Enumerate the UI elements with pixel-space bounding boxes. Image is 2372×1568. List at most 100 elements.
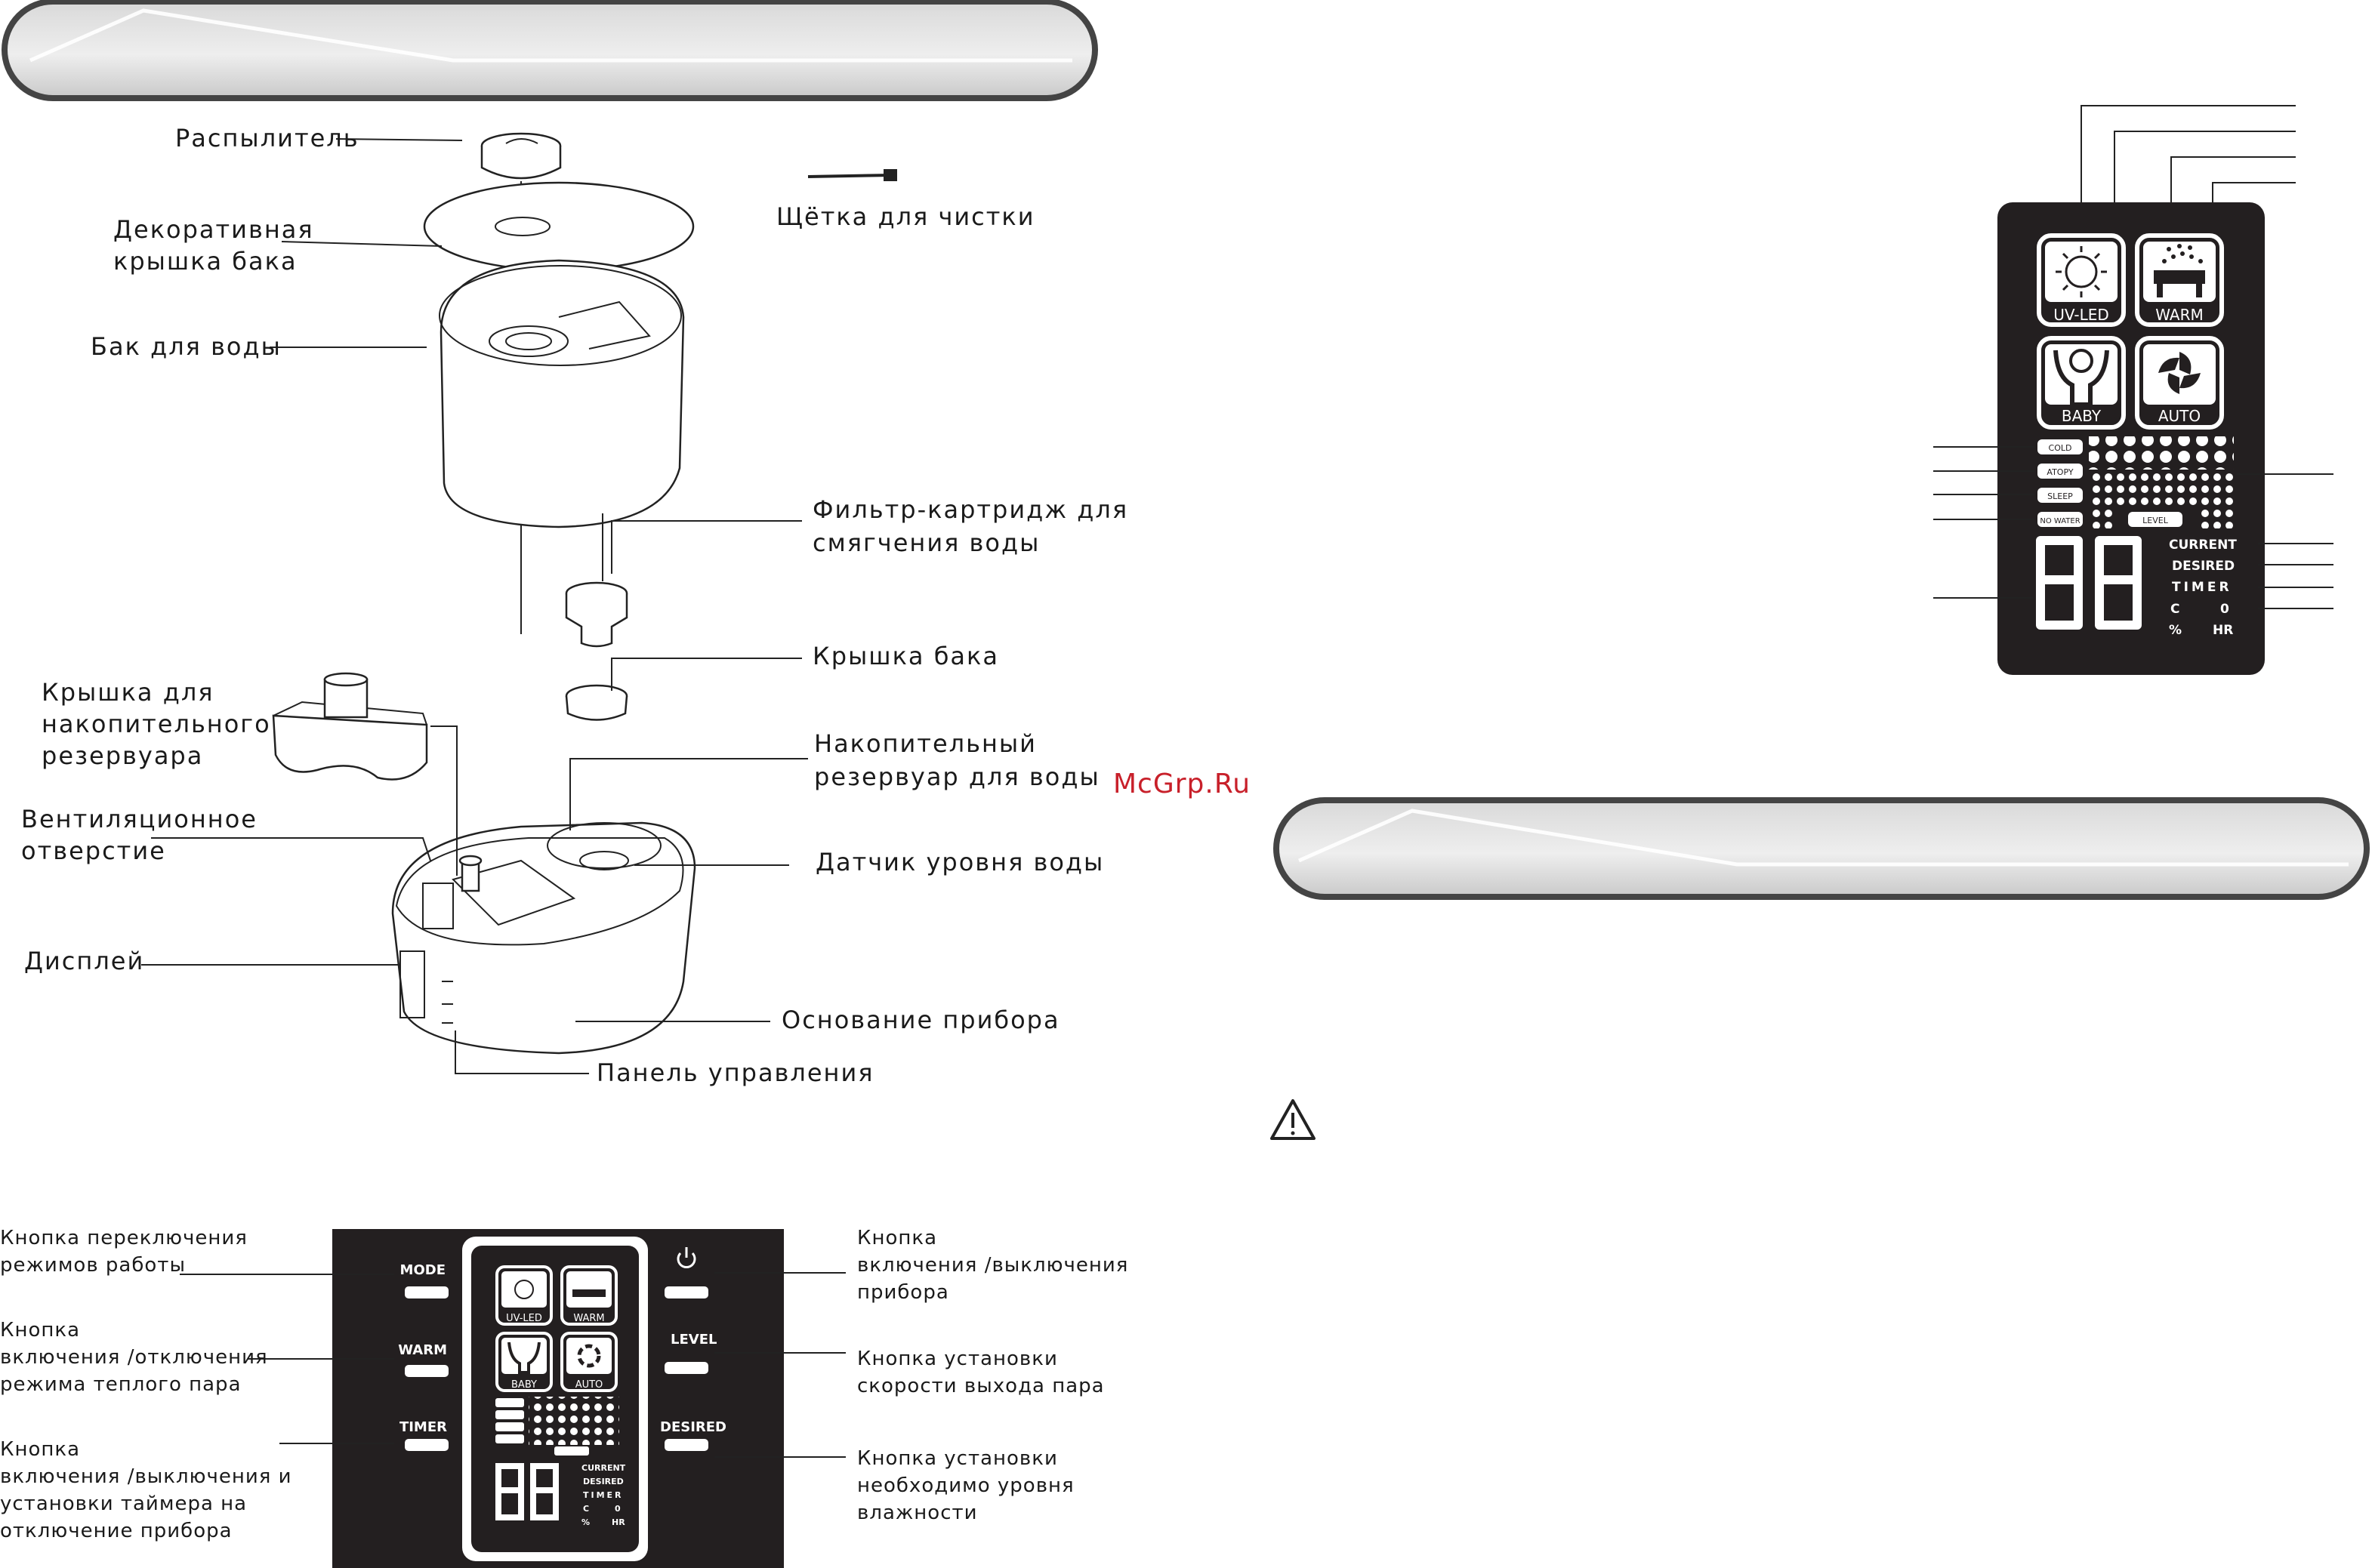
small-c-label: C (583, 1504, 589, 1514)
label-vent-line2: отверстие (21, 836, 166, 865)
small-baby-label: BABY (511, 1379, 537, 1391)
label-filter-line2: смягчения воды (813, 528, 1040, 557)
fan-icon (2158, 352, 2201, 394)
warm-callout-line1: Кнопка (0, 1319, 80, 1342)
label-vent-line1: Вентиляционное (21, 805, 258, 833)
label-reservoir-lid-line2: накопительного (42, 710, 271, 738)
atopy-indicator: ATOPY (2037, 464, 2083, 479)
hr-label: HR (2213, 623, 2233, 638)
small-percent-label: % (581, 1517, 590, 1527)
label-deco-lid-line1: Декоративная (113, 215, 314, 244)
small-timer-label: TIMER (583, 1490, 624, 1500)
no-water-label: NO WATER (2040, 517, 2080, 525)
label-display: Дисплей (24, 947, 144, 975)
desired-callout-line1: Кнопка установки (857, 1447, 1058, 1470)
steam-icon (2154, 244, 2205, 297)
small-hr-label: HR (612, 1517, 625, 1527)
timer-callout-line3: установки таймера на (0, 1493, 247, 1515)
warm-callout-line2: включения /отключения (0, 1346, 268, 1369)
label-reservoir-line1: Накопительный (814, 729, 1037, 758)
no-water-indicator: NO WATER (2037, 512, 2083, 527)
label-sprayer: Распылитель (175, 124, 359, 152)
label-water-tank: Бак для воды (91, 332, 282, 361)
auto-tile: AUTO (2135, 336, 2224, 430)
small-current-label: CURRENT (581, 1463, 626, 1473)
level-dot-matrix-right (2198, 506, 2234, 528)
mode-button[interactable] (405, 1286, 449, 1298)
uvled-tile: UV-LED (2037, 233, 2126, 327)
decorative-lid-part (423, 181, 695, 272)
warm-label: WARM (2155, 306, 2204, 324)
small-auto-label: AUTO (575, 1379, 603, 1391)
warning-icon (1270, 1099, 1316, 1140)
power-callout-line1: Кнопка (857, 1227, 937, 1249)
label-filter-line1: Фильтр-картридж для (813, 495, 1128, 524)
level-dot-matrix-lower (2089, 470, 2234, 506)
control-panel-diagram: MODE WARM TIMER LEVEL DESIRED UV-LED WAR… (332, 1229, 784, 1568)
seven-segment-digits (2036, 536, 2142, 630)
level-button-label: LEVEL (671, 1332, 717, 1348)
level-dot-matrix-left (2089, 506, 2113, 528)
warm-tile: WARM (2135, 233, 2224, 327)
level-indicator: LEVEL (2128, 512, 2182, 527)
small-display: UV-LED WARM BABY AUTO CURRENT DES (462, 1237, 648, 1561)
digits-readout: 88 (2090, 638, 2092, 639)
level-callout-line1: Кнопка установки (857, 1348, 1058, 1370)
desired-label: DESIRED (2172, 559, 2235, 574)
sprayer-part (480, 132, 562, 180)
label-brush: Щётка для чистки (776, 202, 1035, 231)
tank-cap-part (565, 684, 628, 721)
timer-callout-line2: включения /выключения и (0, 1465, 292, 1488)
baby-tile: BABY (2037, 336, 2126, 430)
sun-icon (2056, 246, 2107, 297)
label-tank-cap: Крышка бака (813, 642, 999, 670)
level-button[interactable] (665, 1362, 708, 1374)
desired-button[interactable] (665, 1439, 708, 1451)
timer-label: TIMER (2172, 580, 2232, 595)
part-labels: Распылитель Щётка для чистки Декоративна… (21, 124, 1128, 1087)
label-level-sensor: Датчик уровня воды (816, 848, 1104, 876)
desired-button-label: DESIRED (660, 1419, 726, 1435)
base-part (391, 821, 696, 1055)
timer-button[interactable] (405, 1439, 449, 1451)
label-base: Основание прибора (782, 1006, 1060, 1034)
part-leader-lines (141, 138, 808, 1074)
baby-icon (2053, 349, 2109, 407)
warm-button[interactable] (405, 1365, 449, 1377)
panel-callouts: Кнопка переключения режимов работы Кнопк… (0, 1227, 1128, 1542)
mode-callout-line1: Кнопка переключения (0, 1227, 248, 1249)
brush-part (807, 169, 897, 181)
sleep-indicator: SLEEP (2037, 488, 2083, 503)
small-warm-label: WARM (573, 1313, 604, 1324)
power-callout-line3: прибора (857, 1281, 949, 1304)
panel-leader-lines (180, 1272, 846, 1458)
small-desired-label: DESIRED (583, 1477, 624, 1486)
level-callout-line2: скорости выхода пара (857, 1375, 1105, 1397)
power-callout-line2: включения /выключения (857, 1254, 1128, 1277)
watermark: McGrp.Ru (1113, 769, 1251, 799)
label-reservoir-line2: резервуар для воды (814, 762, 1100, 791)
header-banner-right (1273, 797, 2370, 900)
timer-callout-line1: Кнопка (0, 1438, 80, 1461)
mode-label: MODE (400, 1262, 446, 1278)
label-reservoir-lid-line1: Крышка для (42, 678, 214, 707)
display-side-leaders (1933, 446, 2333, 609)
water-tank-part (439, 259, 685, 528)
baby-label: BABY (2062, 407, 2102, 425)
small-uvled-label: UV-LED (506, 1313, 542, 1324)
desired-callout-line2: необходимо уровня (857, 1474, 1075, 1497)
filter-cartridge-part (565, 581, 628, 648)
cold-indicator: COLD (2037, 439, 2083, 454)
atopy-label: ATOPY (2047, 467, 2073, 477)
current-label: CURRENT (2169, 538, 2237, 553)
cold-label: COLD (2049, 443, 2072, 453)
timer-button-label: TIMER (399, 1419, 447, 1435)
sleep-label: SLEEP (2047, 491, 2073, 501)
percent-label: % (2169, 623, 2182, 638)
level-dot-matrix-upper (2089, 436, 2234, 470)
level-label: LEVEL (2142, 516, 2169, 525)
warm-button-label: WARM (398, 1342, 447, 1358)
power-button[interactable] (665, 1286, 708, 1298)
c-label: C (2170, 602, 2179, 617)
